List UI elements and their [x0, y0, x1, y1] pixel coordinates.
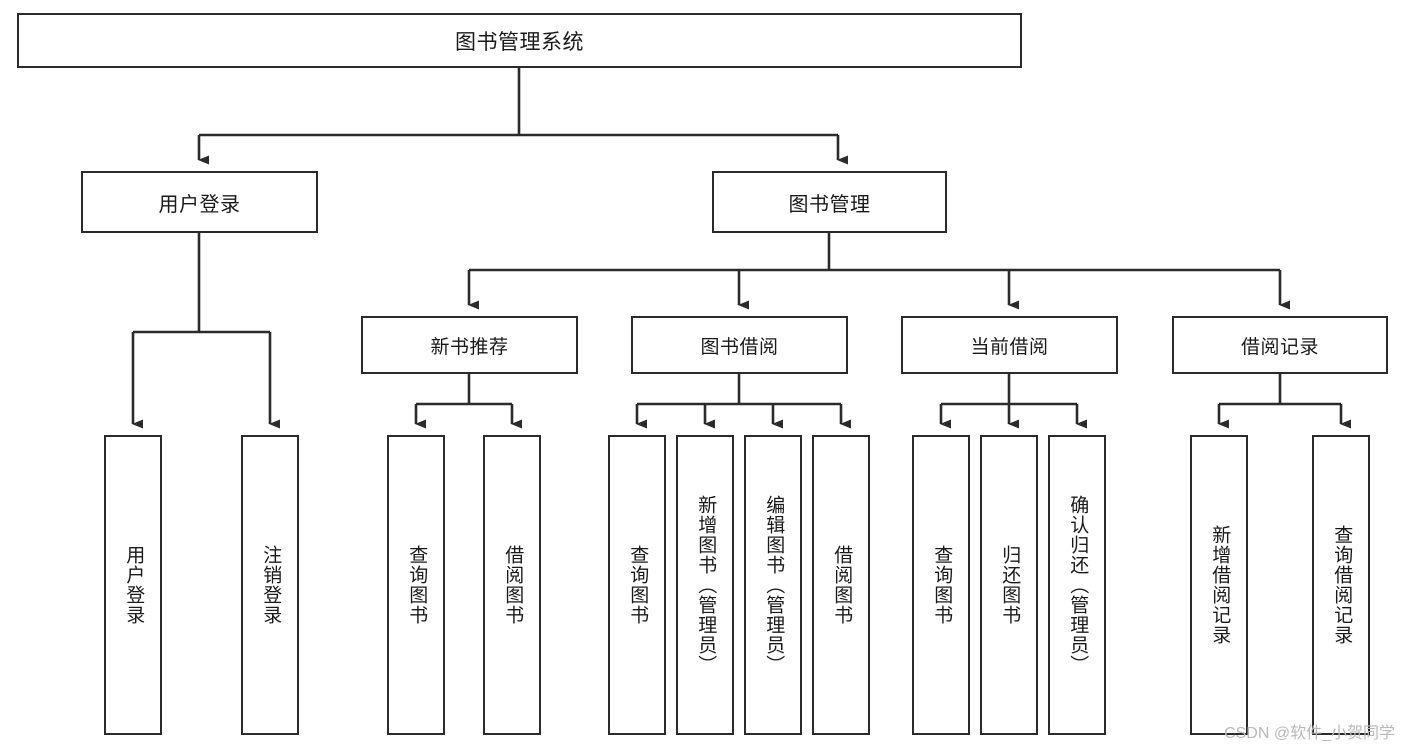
node-current-borrow[interactable]: 当前借阅 — [901, 316, 1118, 374]
leaf-user-login[interactable]: 用户登录 — [104, 435, 162, 735]
node-label: 查询借阅记录 — [1331, 525, 1353, 645]
node-label: 查询图书 — [406, 545, 428, 625]
leaf-add-record[interactable]: 新增借阅记录 — [1190, 435, 1248, 735]
node-label: 用户登录 — [123, 545, 145, 625]
node-label: 用户登录 — [158, 193, 241, 216]
node-label: 图书管理系统 — [455, 30, 584, 54]
leaf-return-book[interactable]: 归还图书 — [980, 435, 1038, 735]
node-book-borrow[interactable]: 图书借阅 — [631, 316, 848, 374]
node-label: 归还图书 — [999, 545, 1021, 625]
node-label: 新增借阅记录 — [1209, 525, 1231, 645]
node-label: 新书推荐 — [430, 336, 509, 358]
leaf-query-book-1[interactable]: 查询图书 — [387, 435, 445, 735]
node-label: 查询图书 — [627, 545, 649, 625]
node-borrow-record[interactable]: 借阅记录 — [1172, 316, 1388, 374]
node-label: 借阅记录 — [1240, 336, 1319, 358]
leaf-query-book-3[interactable]: 查询图书 — [912, 435, 970, 735]
node-label: 新增图书（管理员） — [695, 495, 717, 675]
leaf-logout[interactable]: 注销登录 — [241, 435, 299, 735]
leaf-confirm-return[interactable]: 确认归还（管理员） — [1048, 435, 1106, 735]
node-label: 注销登录 — [260, 545, 282, 625]
leaf-borrow-book-1[interactable]: 借阅图书 — [483, 435, 541, 735]
node-label: 借阅图书 — [831, 545, 853, 625]
node-label: 查询图书 — [931, 545, 953, 625]
leaf-edit-book[interactable]: 编辑图书（管理员） — [744, 435, 802, 735]
node-label: 确认归还（管理员） — [1067, 495, 1089, 675]
node-label: 图书借阅 — [700, 336, 779, 358]
node-label: 图书管理 — [788, 193, 871, 216]
leaf-query-book-2[interactable]: 查询图书 — [608, 435, 666, 735]
node-root-system[interactable]: 图书管理系统 — [17, 13, 1022, 68]
leaf-borrow-book-2[interactable]: 借阅图书 — [812, 435, 870, 735]
leaf-add-book[interactable]: 新增图书（管理员） — [676, 435, 734, 735]
node-book-manage[interactable]: 图书管理 — [712, 171, 947, 233]
leaf-query-record[interactable]: 查询借阅记录 — [1312, 435, 1370, 735]
node-label: 借阅图书 — [502, 545, 524, 625]
node-label: 编辑图书（管理员） — [763, 495, 785, 675]
node-new-book-recommend[interactable]: 新书推荐 — [361, 316, 578, 374]
node-user-login[interactable]: 用户登录 — [81, 171, 318, 233]
node-label: 当前借阅 — [970, 336, 1049, 358]
